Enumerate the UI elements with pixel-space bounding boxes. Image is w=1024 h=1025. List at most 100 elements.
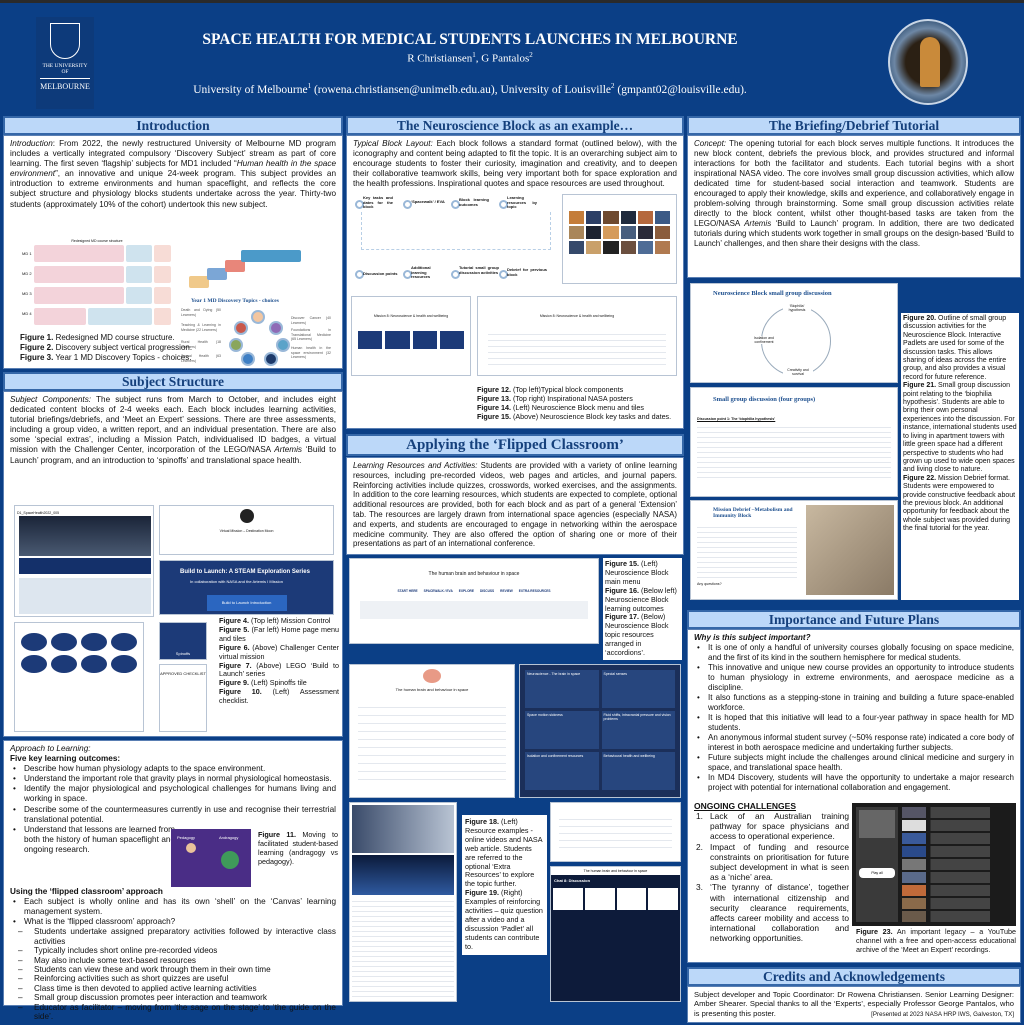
video-item[interactable] [902, 807, 1012, 818]
node: ‘Biophilia’ hypothesis [783, 304, 811, 312]
tab[interactable]: START HERE [397, 589, 418, 593]
tile [154, 308, 171, 325]
t: Redesigned MD course structure. [53, 333, 175, 342]
tile [126, 287, 152, 304]
accordion-item[interactable]: Isolation and confinement resources [525, 752, 599, 790]
caption: Figure 4. (Top left) Mission Control [219, 616, 339, 626]
poster [654, 226, 670, 239]
card[interactable] [616, 888, 647, 910]
caption: Figure 16. (Below left) Neuroscience Blo… [605, 585, 680, 614]
n: Figure 11. [258, 830, 296, 839]
flipped-section: Learning Resources and Activities: Stude… [346, 457, 684, 555]
tab[interactable]: REVIEW [500, 589, 513, 593]
figure-9-spinoffs-tile[interactable]: Spinoffs [159, 622, 207, 660]
briefing-section: Concept: The opening tutorial for each b… [687, 135, 1021, 278]
topic-pin [264, 352, 278, 366]
t: (Left) Resource examples - online videos… [465, 817, 543, 889]
sub-point: Students undertake assigned preparatory … [10, 927, 336, 946]
figure-2-vertical-progression [179, 246, 329, 291]
quote-box [360, 601, 588, 619]
tab[interactable]: DISCUSS [479, 589, 495, 593]
tile [88, 308, 152, 325]
accordion-item[interactable]: Special senses [601, 670, 675, 708]
n: Figure 22. [903, 474, 937, 482]
pin-icon [451, 200, 460, 209]
tile[interactable] [358, 331, 383, 350]
t: The subject runs from March to October, … [10, 395, 337, 455]
t: (Top right) Inspirational NASA posters [510, 393, 633, 403]
caption: Figure 5. (Far left) Home page menu and … [219, 625, 339, 644]
page-title: The human brain and behaviour in space [551, 867, 680, 875]
sub-point: Class time is then devoted to applied ac… [10, 984, 336, 994]
t: (Below left) Neuroscience Block learning… [605, 585, 677, 613]
sub-point: Typically includes short online pre-reco… [10, 946, 336, 956]
tile [34, 308, 86, 325]
poster-grid [563, 195, 676, 270]
card[interactable] [553, 888, 583, 910]
menu-title: Mission 8: Neuroscience & health and wel… [373, 314, 449, 318]
t: Impact of funding and resource constrain… [710, 841, 849, 883]
tile [154, 245, 171, 262]
card[interactable] [584, 888, 615, 910]
nasa-article [352, 897, 454, 997]
poster [586, 211, 602, 224]
importance-list: It is one of only a handful of universit… [694, 643, 1014, 793]
poster-header: THE UNIVERSITY OF MELBOURNE SPACE HEALTH… [0, 0, 1024, 113]
accordion-item[interactable]: Behavioural health and wellbeing [601, 752, 675, 790]
video-thumbnail[interactable] [352, 855, 454, 895]
card[interactable] [648, 888, 678, 910]
t: Mission Debrief format. Students were em… [903, 474, 1016, 533]
globe-icon [221, 851, 239, 869]
lead: Introduction [10, 139, 53, 148]
presented-note: [Presented at 2023 NASA HRP IWS, Galvest… [871, 1010, 1014, 1018]
build-to-launch-button[interactable]: Build to Launch Introduction [206, 595, 287, 612]
affil: University of Melbourne [193, 83, 308, 96]
structure-captions: Figure 4. (Top left) Mission Control Fig… [219, 616, 339, 706]
video-item[interactable] [902, 846, 1012, 857]
tile-icon [111, 633, 137, 651]
video-item[interactable] [902, 820, 1012, 831]
play-all-button[interactable]: Play all [859, 868, 895, 878]
structure-text: Subject Components: The subject runs fro… [10, 395, 336, 466]
n: Figure 17. [605, 612, 639, 622]
video-item[interactable] [902, 911, 1012, 922]
pin-icon [499, 270, 508, 279]
tab[interactable]: EXPLORE [458, 589, 474, 593]
n: Figure 1. [20, 333, 54, 342]
video-item[interactable] [902, 898, 1012, 909]
sep: , [475, 52, 482, 65]
tab[interactable]: SPACEWALK / EVA [423, 589, 453, 593]
rocket-icon [920, 37, 940, 87]
caption: Figure 2. Discovery subject vertical pro… [20, 343, 192, 353]
tile[interactable] [412, 331, 437, 350]
t: The opening tutorial for each block serv… [694, 139, 1014, 228]
video-thumbnail[interactable] [352, 805, 454, 853]
flipped-captions-b: Figure 18. (Left) Resource examples - on… [462, 815, 547, 955]
sub-point: Reinforcing activities such as short qui… [10, 974, 336, 984]
caption: Figure 12. (Top left)Typical block compo… [477, 385, 677, 395]
challenger-logo [239, 509, 254, 523]
lead: Typical Block Layout: [353, 139, 433, 148]
video-item[interactable] [902, 833, 1012, 844]
sup: 2 [611, 82, 615, 90]
t: ‘Build to Launch’ program, and an introd… [10, 445, 336, 465]
tile[interactable] [385, 331, 410, 350]
caption: Figure 14. (Left) Neuroscience Block men… [477, 403, 677, 413]
accordion-item[interactable]: Space motion sickness [525, 711, 599, 749]
video-item[interactable] [902, 885, 1012, 896]
accordion-item[interactable]: Fluid shifts, intracranial pressure and … [601, 711, 675, 749]
tile[interactable] [439, 331, 464, 350]
why-heading: Why is this subject important? [694, 633, 811, 642]
accordion-item[interactable]: Neuroscience - The brain in space [525, 670, 599, 708]
quiz[interactable] [559, 813, 672, 853]
label: Virtual Mission – Destination Moon [219, 529, 274, 533]
video-item[interactable] [902, 872, 1012, 883]
video-item[interactable] [902, 859, 1012, 870]
tab[interactable]: EXTRA RESOURCES [518, 589, 551, 593]
row-label: MD 3 [22, 291, 32, 296]
discussion-text [697, 423, 891, 478]
challenge: 1.Lack of an Australian training pathway… [694, 811, 849, 842]
